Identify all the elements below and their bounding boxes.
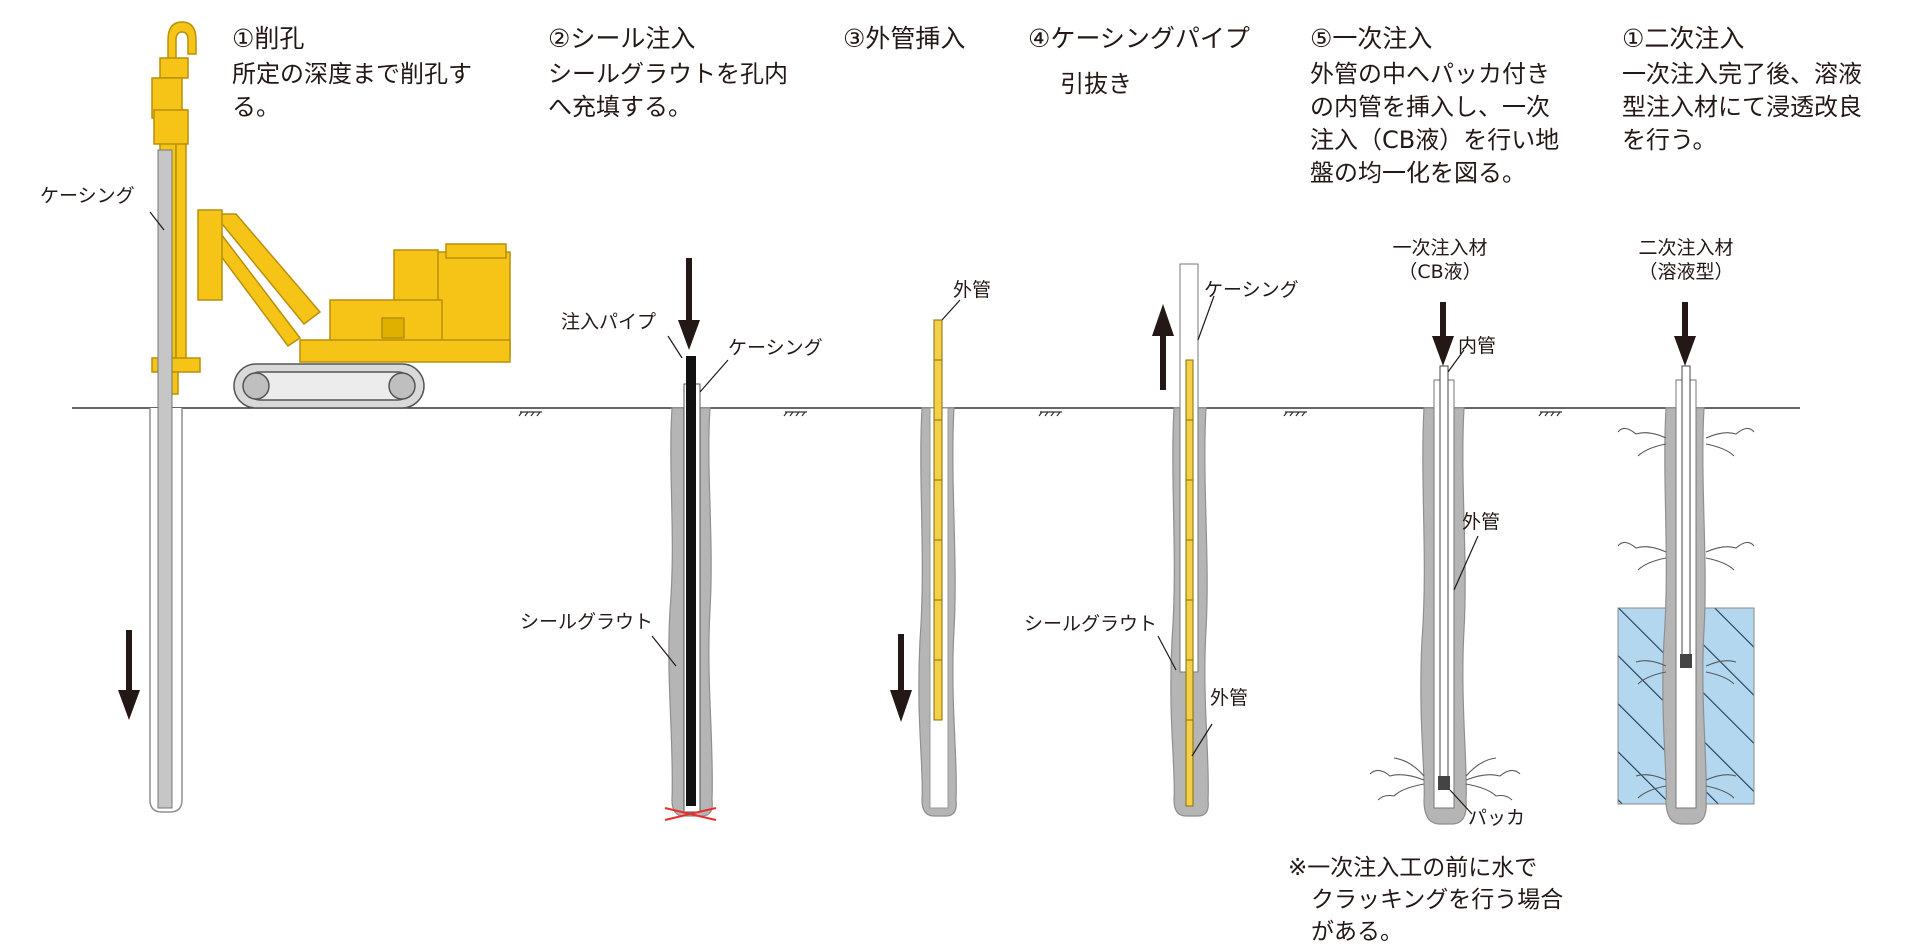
primary-material-label: 一次注入材 （CB液） [1392, 237, 1488, 283]
inject-pipe-label: 注入パイプ [561, 311, 657, 333]
outer-pipe-4-leader [1191, 723, 1213, 757]
step6-cracks [1617, 427, 1755, 799]
cab-rear [435, 251, 511, 357]
step4-outer-pipe-joints [1186, 419, 1193, 721]
step2-inject-pipe [686, 356, 696, 806]
track [233, 363, 425, 409]
casing-4-label: ケーシング [1204, 279, 1299, 301]
outer-pipe-5-leader [1453, 535, 1479, 591]
step1-down-arrow [118, 630, 140, 720]
casing-1-leader [149, 211, 165, 231]
casing-1-label: ケーシング [40, 185, 135, 207]
step4-up-arrow [1152, 304, 1174, 390]
step4-outer-pipe [1185, 359, 1194, 807]
step5-packer [1438, 776, 1450, 790]
step5-down-arrow [1432, 302, 1454, 366]
outer-pipe-4-label: 外管 [1210, 687, 1249, 709]
inner-pipe-label: 内管 [1458, 335, 1497, 357]
step3-down-arrow [890, 634, 912, 722]
step4-title: ④ケーシングパイプ [1028, 24, 1250, 53]
secondary-material-label: 二次注入材 （溶液型） [1638, 237, 1734, 283]
step6-title: ①二次注入 [1622, 24, 1745, 53]
step2-title: ②シール注入 [548, 24, 696, 53]
step5-title: ⑤一次注入 [1310, 24, 1433, 53]
step6-description: 一次注入完了後、溶液 型注入材にて浸透改良 を行う。 [1622, 60, 1862, 154]
seal-grout-4-label: シールグラウト [1024, 613, 1158, 635]
step5-description: 外管の中へパッカ付き の内管を挿入し、一次 注入（CB液）を行い地 盤の均一化を… [1310, 60, 1560, 187]
seal-grout-4-leader [1157, 635, 1177, 671]
step3-title: ③外管挿入 [843, 24, 966, 53]
cab-top [445, 243, 507, 259]
boom-mount [197, 209, 223, 301]
packer-label: パッカ [1468, 807, 1526, 829]
step3-outer-pipe [933, 319, 943, 721]
step6-inner-pipe [1681, 365, 1691, 667]
mast-head [159, 57, 189, 79]
outer-pipe-5-label: 外管 [1462, 511, 1501, 533]
seal-grout-2-leader [651, 635, 677, 667]
outer-pipe-3-label: 外管 [953, 279, 992, 301]
step1-title: ①削孔 [232, 24, 305, 53]
seal-grout-2-label: シールグラウト [520, 611, 654, 633]
body-deck [299, 339, 511, 363]
casing-4-leader [1197, 295, 1215, 341]
step2-description: シールグラウトを孔内 へ充填する。 [548, 60, 788, 121]
step5-inner-pipe [1439, 365, 1449, 787]
operator-seat [381, 317, 405, 339]
drilling-rig [151, 21, 511, 395]
step3-outer-pipe-joints [934, 359, 942, 661]
casing-2-leader [699, 359, 729, 393]
casing-2-label: ケーシング [728, 337, 823, 359]
mast-rail [175, 109, 187, 371]
step6-packer [1680, 654, 1692, 668]
packer-leader [1449, 789, 1473, 815]
step5-cracks [1369, 757, 1521, 801]
outer-pipe-3-leader [941, 299, 961, 321]
step2-grout-outflow [664, 807, 717, 821]
drill-head-lower [153, 109, 189, 145]
inject-pipe-leader [667, 335, 683, 359]
step6-down-arrow [1674, 302, 1696, 366]
inner-pipe-leader [1447, 349, 1465, 373]
cracking-note: ※一次注入工の前に水で クラッキングを行う場合 がある。 [1288, 855, 1564, 945]
step1-casing [157, 149, 173, 809]
ground-hatch-marks [518, 411, 1562, 417]
step4-description: 引抜き [1060, 70, 1132, 98]
step1-description: 所定の深度まで削孔す る。 [232, 60, 472, 121]
boom-arm [212, 213, 322, 326]
mast-hook [167, 21, 197, 63]
step2-down-arrow [678, 258, 700, 350]
